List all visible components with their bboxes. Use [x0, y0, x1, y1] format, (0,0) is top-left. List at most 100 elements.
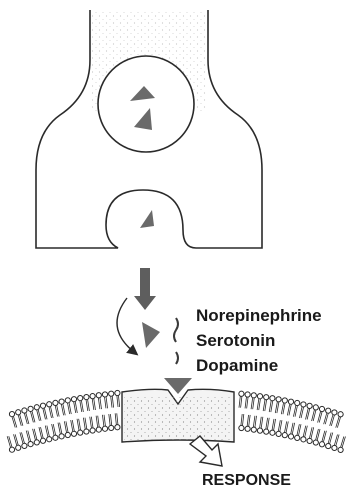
- phospholipid: [276, 431, 281, 436]
- reuptake-arrow: [117, 298, 134, 352]
- phospholipid: [239, 425, 244, 430]
- phospholipid: [307, 403, 312, 408]
- phospholipid: [288, 434, 293, 439]
- phospholipid: [21, 432, 24, 443]
- phospholipid: [336, 417, 339, 428]
- phospholipid: [282, 433, 287, 438]
- synaptic-vesicle: [98, 56, 194, 152]
- phospholipid: [295, 435, 300, 440]
- phospholipid: [288, 399, 293, 404]
- phospholipid: [257, 428, 262, 433]
- phospholipid: [90, 428, 95, 433]
- phospholipid: [255, 416, 257, 427]
- phospholipid: [118, 396, 119, 407]
- phospholipid: [65, 398, 70, 403]
- phospholipid: [59, 399, 64, 404]
- phospholipid: [98, 398, 100, 409]
- phospholipid: [32, 411, 35, 422]
- phospholipid: [251, 398, 253, 409]
- phospholipid: [30, 411, 33, 422]
- phospholipid: [241, 396, 242, 407]
- phospholipid: [282, 398, 287, 403]
- phospholipid: [313, 405, 318, 410]
- phospholipid: [40, 438, 45, 443]
- phospholipid: [96, 416, 98, 427]
- phospholipid: [295, 400, 300, 405]
- phospholipid: [241, 414, 242, 425]
- phospholipid: [301, 402, 306, 407]
- phospholipid: [239, 396, 240, 407]
- receptor: [122, 389, 234, 442]
- phospholipid: [325, 413, 328, 424]
- phospholipid: [14, 417, 17, 428]
- phospholipid: [96, 427, 101, 432]
- phospholipid: [324, 413, 327, 424]
- neurotransmitter-molecule: [140, 210, 154, 228]
- phospholipid: [9, 436, 12, 447]
- phospholipid: [18, 415, 21, 426]
- phospholipid: [322, 431, 325, 442]
- neurotransmitter-squiggle: [174, 318, 178, 342]
- phospholipid: [16, 445, 21, 450]
- phospholipid: [264, 429, 269, 434]
- label-response: RESPONSE: [202, 472, 291, 490]
- phospholipid: [7, 436, 10, 447]
- label-norepinephrine: Norepinephrine: [196, 306, 322, 326]
- phospholipid: [14, 434, 17, 445]
- phospholipid: [323, 431, 326, 442]
- phospholipid: [328, 433, 331, 444]
- phospholipid: [307, 438, 312, 443]
- phospholipid: [247, 397, 248, 408]
- phospholipid: [16, 410, 21, 415]
- neurotransmitter-squiggle: [176, 352, 178, 364]
- phospholipid: [110, 414, 111, 425]
- phospholipid: [245, 426, 250, 431]
- phospholipid: [28, 441, 33, 446]
- phospholipid: [94, 399, 96, 410]
- phospholipid: [313, 440, 318, 445]
- phospholipid: [338, 412, 343, 417]
- phospholipid: [326, 408, 331, 413]
- phospholipid: [260, 417, 262, 428]
- phospholipid: [251, 427, 256, 432]
- phospholipid: [102, 426, 107, 431]
- phospholipid: [334, 434, 337, 445]
- phospholipid: [332, 410, 337, 415]
- phospholipid: [247, 415, 248, 426]
- phospholipid: [20, 415, 23, 426]
- phospholipid: [117, 396, 118, 407]
- phospholipid: [115, 413, 116, 424]
- phospholipid: [59, 434, 64, 439]
- phospholipid: [251, 393, 256, 398]
- phospholipid: [84, 429, 89, 434]
- phospholipid: [257, 399, 259, 410]
- phospholipid: [22, 443, 27, 448]
- phospholipid: [111, 396, 112, 407]
- phospholipid: [102, 415, 103, 426]
- phospholipid: [276, 397, 281, 402]
- phospholipid: [71, 397, 76, 402]
- phospholipid: [270, 430, 275, 435]
- phospholipid: [47, 402, 52, 407]
- phospholipid: [9, 412, 14, 417]
- phospholipid: [117, 413, 118, 424]
- phospholipid: [20, 432, 23, 443]
- phospholipid: [109, 414, 110, 425]
- label-serotonin: Serotonin: [196, 331, 275, 351]
- phospholipid: [90, 417, 92, 428]
- phospholipid: [100, 398, 102, 409]
- phospholipid: [331, 415, 334, 426]
- phospholipid: [78, 430, 83, 435]
- phospholipid: [301, 437, 306, 442]
- phospholipid: [26, 413, 29, 424]
- phospholipid: [12, 417, 15, 428]
- phospholipid: [330, 415, 333, 426]
- phospholipid: [109, 391, 114, 396]
- phospholipid: [242, 414, 243, 425]
- phospholipid: [102, 392, 107, 397]
- phospholipid: [9, 447, 14, 452]
- phospholipid: [112, 396, 113, 407]
- phospholipid: [261, 417, 263, 428]
- phospholipid: [270, 396, 275, 401]
